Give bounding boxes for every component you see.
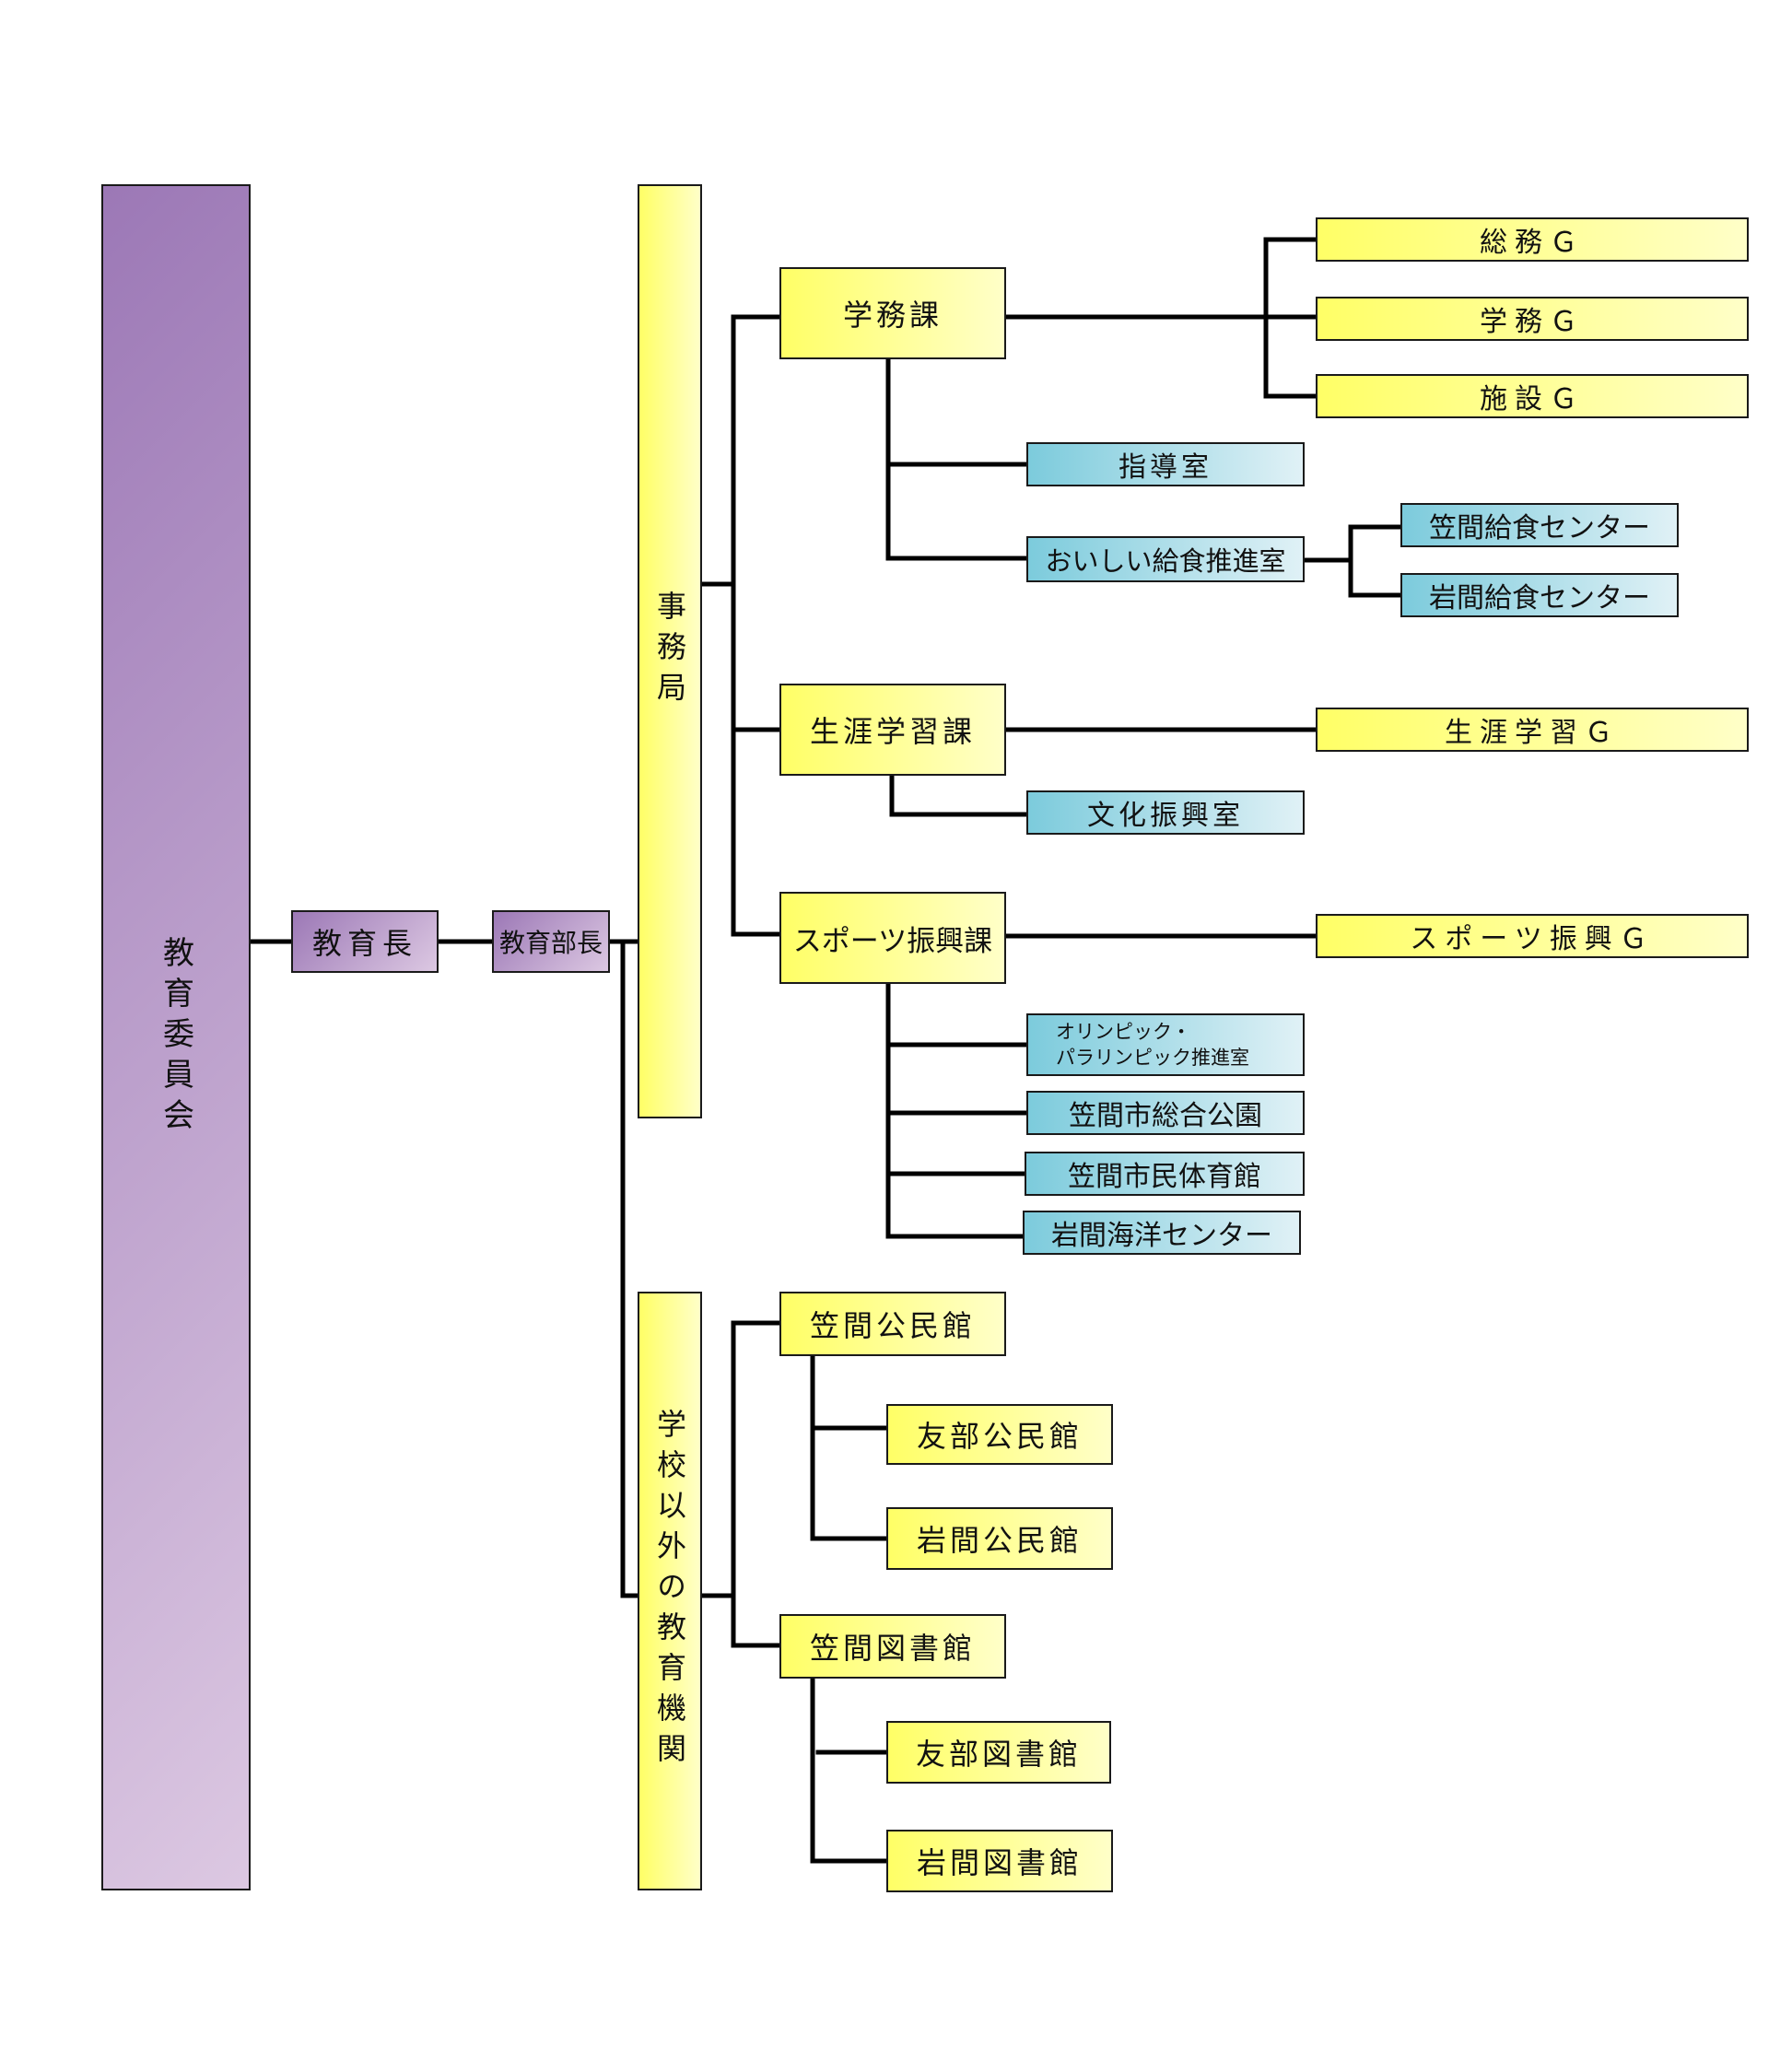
center-iwama-lunch: 岩間給食センター [1400,573,1679,617]
group-label: 施設Ｇ [1480,383,1585,415]
center-label: 岩間給食センター [1429,582,1650,614]
board-of-education-box: 教育委員会 [101,184,251,1890]
office-label: 岩間海洋センター [1051,1220,1272,1252]
office-olympic-paralympic: オリンピック・ パラリンピック推進室 [1026,1013,1305,1076]
group-sports: スポーツ振興Ｇ [1316,914,1749,958]
hall-label: 岩間公民館 [916,1523,1083,1558]
hall-tomobe-community: 友部公民館 [886,1404,1113,1465]
hall-kasama-community: 笠間公民館 [779,1292,1006,1356]
section-sports: スポーツ振興課 [779,892,1006,984]
office-kasama-park: 笠間市総合公園 [1026,1091,1305,1135]
department-head-box: 教育部長 [492,910,610,973]
section-label: スポーツ振興課 [792,924,993,958]
office-label: おいしい給食推進室 [1045,545,1286,577]
hall-iwama-library: 岩間図書館 [886,1830,1113,1892]
hall-label: 岩間図書館 [916,1845,1083,1880]
office-iwama-marine-center: 岩間海洋センター [1023,1211,1301,1255]
office-label: 笠間市総合公園 [1069,1100,1262,1132]
office-label-line2: パラリンピック推進室 [1056,1047,1249,1069]
superintendent-box: 教育長 [291,910,439,973]
other-institutions-label: 学校以外の教育機関 [652,1409,687,1773]
group-label: 学務Ｇ [1480,306,1585,338]
center-label: 笠間給食センター [1429,512,1650,544]
section-lifelong-learning: 生涯学習課 [779,684,1006,776]
office-label-line1: オリンピック・ [1056,1021,1191,1043]
group-label: 総務Ｇ [1480,227,1585,259]
hall-label: 友部図書館 [915,1737,1082,1772]
other-institutions-box: 学校以外の教育機関 [638,1292,702,1890]
office-school-lunch-promotion: おいしい給食推進室 [1026,536,1305,582]
secretariat-label: 事務局 [652,591,687,712]
office-guidance: 指導室 [1026,442,1305,486]
section-gakumu: 学務課 [779,267,1006,359]
hall-label: 笠間公民館 [809,1308,976,1343]
department-head-label: 教育部長 [498,928,603,958]
hall-kasama-library: 笠間図書館 [779,1614,1006,1679]
hall-tomobe-library: 友部図書館 [886,1721,1111,1784]
hall-label: 笠間図書館 [809,1631,976,1666]
hall-label: 友部公民館 [916,1419,1083,1454]
group-lifelong-learning: 生涯学習Ｇ [1316,708,1749,752]
board-of-education-label: 教育委員会 [157,936,194,1139]
superintendent-label: 教育長 [311,926,417,961]
group-label: 生涯学習Ｇ [1445,717,1620,749]
group-label: スポーツ振興Ｇ [1410,923,1655,955]
group-facilities: 施設Ｇ [1316,374,1749,418]
group-school-affairs: 学務Ｇ [1316,297,1749,341]
office-culture-promotion: 文化振興室 [1026,790,1305,835]
office-kasama-gym: 笠間市民体育館 [1025,1152,1305,1196]
office-label: 文化振興室 [1087,800,1244,832]
office-label: 指導室 [1119,451,1212,484]
section-label: 学務課 [842,298,943,333]
hall-iwama-community: 岩間公民館 [886,1507,1113,1570]
secretariat-box: 事務局 [638,184,702,1118]
section-label: 生涯学習課 [809,714,976,749]
office-label: 笠間市民体育館 [1068,1161,1261,1193]
center-kasama-lunch: 笠間給食センター [1400,503,1679,547]
group-general-affairs: 総務Ｇ [1316,217,1749,262]
